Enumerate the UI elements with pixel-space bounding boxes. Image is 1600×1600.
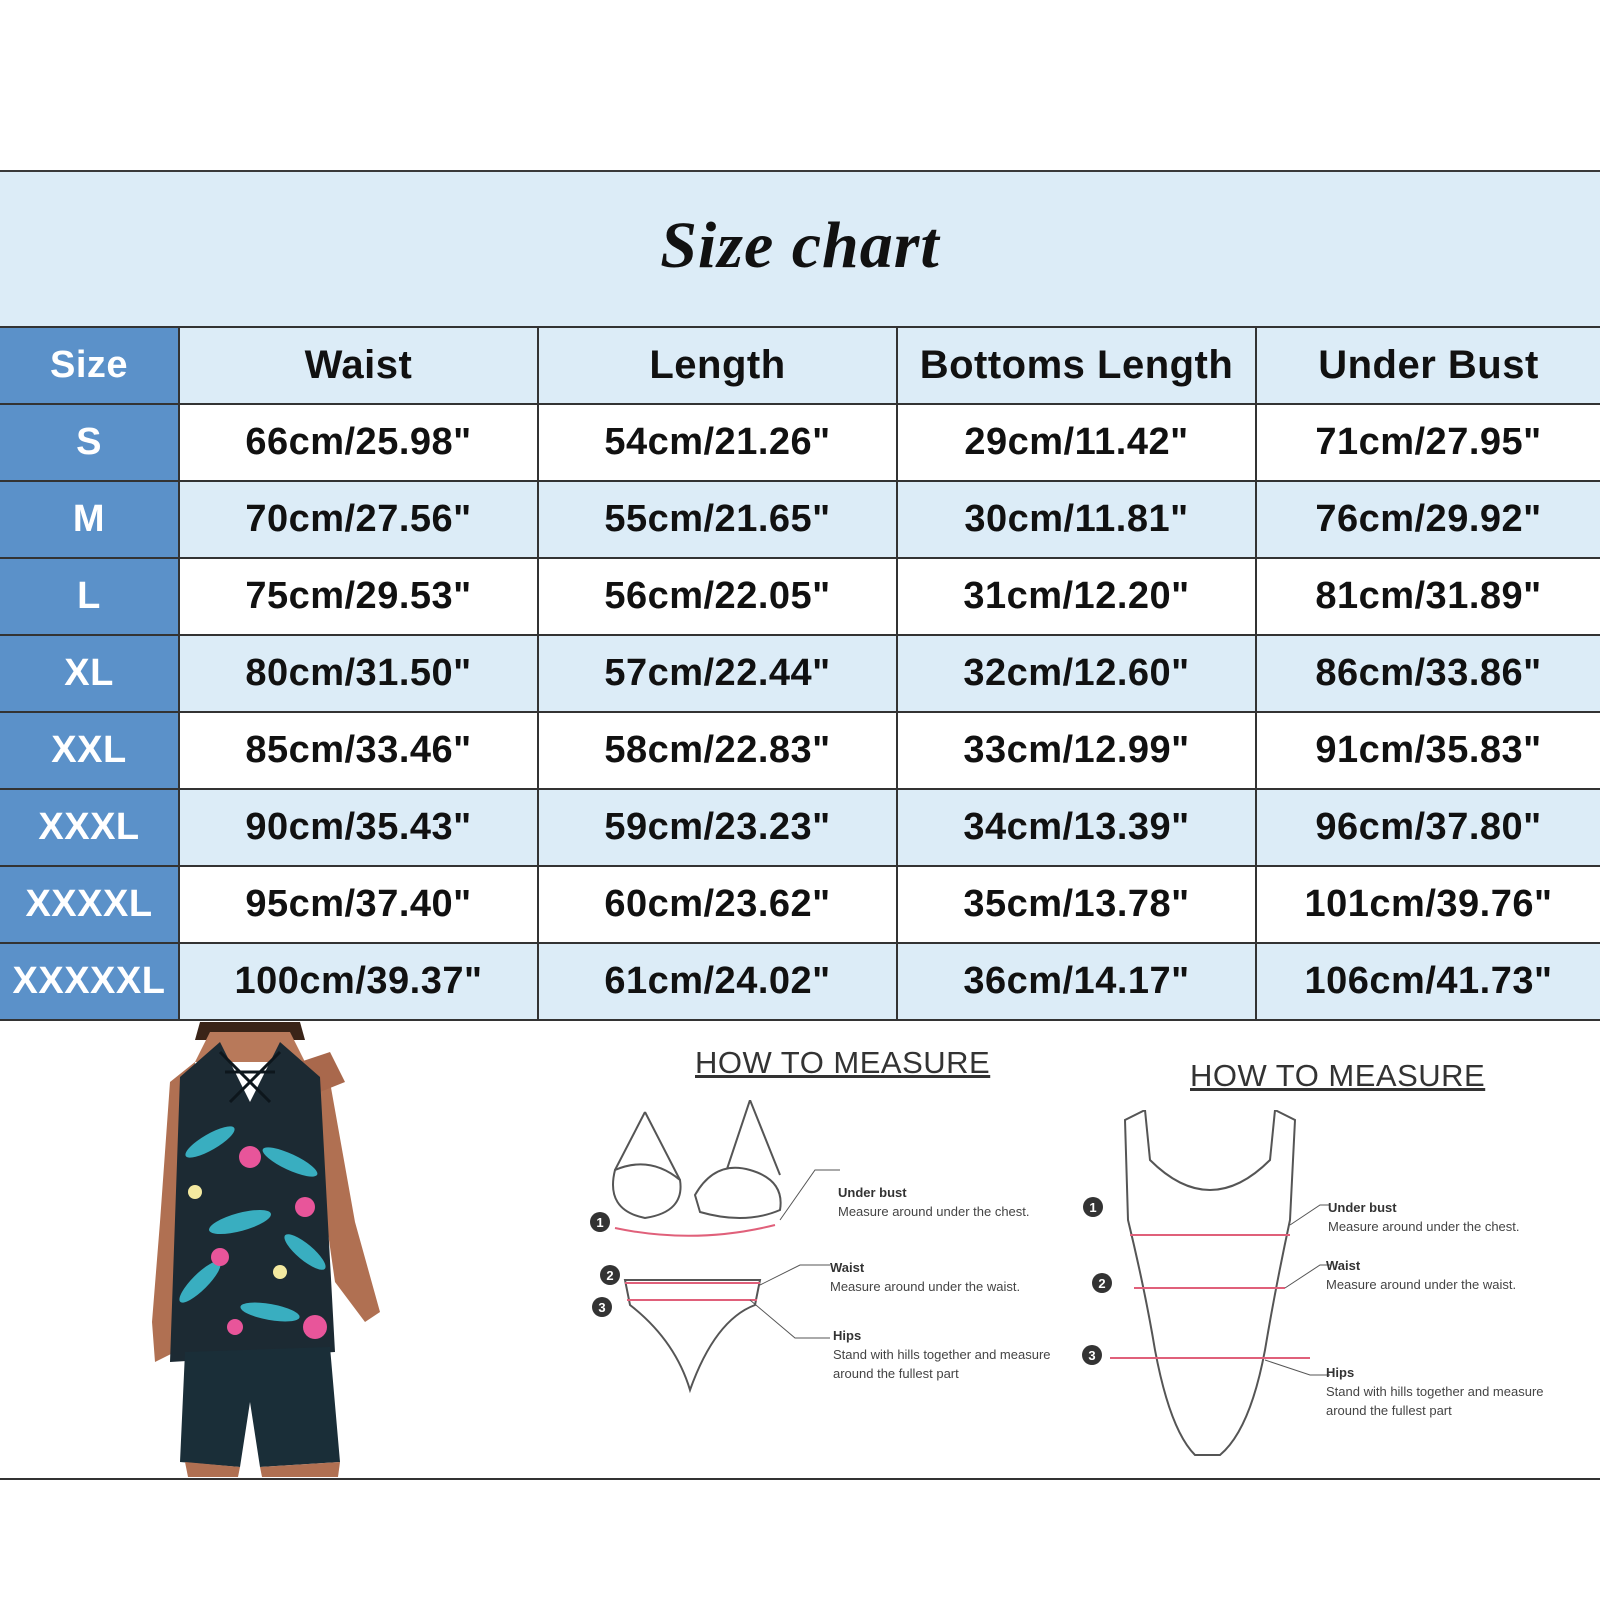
size-label: S	[0, 405, 180, 480]
length-value: 55cm/21.65"	[539, 482, 898, 557]
bottoms-length-value: 31cm/12.20"	[898, 559, 1257, 634]
marker-2: 2	[1092, 1273, 1112, 1293]
marker-1: 1	[590, 1212, 610, 1232]
under-bust-value: 76cm/29.92"	[1257, 482, 1600, 557]
under-bust-value: 86cm/33.86"	[1257, 636, 1600, 711]
bottom-divider	[0, 1478, 1600, 1480]
table-row: S 66cm/25.98" 54cm/21.26" 29cm/11.42" 71…	[0, 405, 1600, 482]
note-text-under-bust: Measure around under the chest.	[838, 1204, 1030, 1219]
waist-value: 66cm/25.98"	[180, 405, 539, 480]
bottoms-length-value: 34cm/13.39"	[898, 790, 1257, 865]
measure-heading-bikini: HOW TO MEASURE	[695, 1045, 991, 1080]
under-bust-value: 106cm/41.73"	[1257, 944, 1600, 1019]
length-value: 60cm/23.62"	[539, 867, 898, 942]
measure-heading-onepiece: HOW TO MEASURE	[1190, 1058, 1486, 1093]
size-label: XXXXL	[0, 867, 180, 942]
chart-title: Size chart	[660, 209, 940, 282]
note-text-waist: Measure around under the waist.	[830, 1279, 1021, 1294]
bottoms-length-value: 35cm/13.78"	[898, 867, 1257, 942]
note-text-under-bust: Measure around under the chest.	[1328, 1219, 1520, 1234]
waist-value: 70cm/27.56"	[180, 482, 539, 557]
bottoms-length-value: 33cm/12.99"	[898, 713, 1257, 788]
note-title-waist: Waist	[1326, 1258, 1361, 1273]
marker-2: 2	[600, 1265, 620, 1285]
table-row: XXXXL 95cm/37.40" 60cm/23.62" 35cm/13.78…	[0, 867, 1600, 944]
table-row: XXXL 90cm/35.43" 59cm/23.23" 34cm/13.39"…	[0, 790, 1600, 867]
length-value: 57cm/22.44"	[539, 636, 898, 711]
note-title-under-bust: Under bust	[838, 1185, 907, 1200]
note-text-hips: Stand with hills together and measure ar…	[833, 1347, 1051, 1381]
bikini-diagram	[612, 1100, 840, 1394]
size-label: XXL	[0, 713, 180, 788]
under-bust-value: 101cm/39.76"	[1257, 867, 1600, 942]
size-label: XL	[0, 636, 180, 711]
header-size: Size	[0, 328, 180, 403]
bottoms-length-value: 30cm/11.81"	[898, 482, 1257, 557]
waist-value: 80cm/31.50"	[180, 636, 539, 711]
marker-3: 3	[592, 1297, 612, 1317]
waist-value: 95cm/37.40"	[180, 867, 539, 942]
table-row: L 75cm/29.53" 56cm/22.05" 31cm/12.20" 81…	[0, 559, 1600, 636]
table-row: XL 80cm/31.50" 57cm/22.44" 32cm/12.60" 8…	[0, 636, 1600, 713]
note-title-under-bust: Under bust	[1328, 1200, 1397, 1215]
onepiece-diagram	[1110, 1110, 1330, 1456]
header-under-bust: Under Bust	[1257, 328, 1600, 403]
waist-value: 100cm/39.37"	[180, 944, 539, 1019]
table-row: XXXXXL 100cm/39.37" 61cm/24.02" 36cm/14.…	[0, 944, 1600, 1021]
under-bust-value: 91cm/35.83"	[1257, 713, 1600, 788]
table-row: M 70cm/27.56" 55cm/21.65" 30cm/11.81" 76…	[0, 482, 1600, 559]
note-text-hips: Stand with hills together and measure ar…	[1326, 1384, 1544, 1418]
waist-value: 75cm/29.53"	[180, 559, 539, 634]
length-value: 54cm/21.26"	[539, 405, 898, 480]
size-label: XXXXXL	[0, 944, 180, 1019]
header-waist: Waist	[180, 328, 539, 403]
waist-value: 85cm/33.46"	[180, 713, 539, 788]
table-row: XXL 85cm/33.46" 58cm/22.83" 33cm/12.99" …	[0, 713, 1600, 790]
size-chart: Size chart Size Waist Length Bottoms Len…	[0, 170, 1600, 1021]
size-table: Size Waist Length Bottoms Length Under B…	[0, 328, 1600, 1021]
size-label: M	[0, 482, 180, 557]
bottoms-length-value: 36cm/14.17"	[898, 944, 1257, 1019]
header-length: Length	[539, 328, 898, 403]
under-bust-value: 96cm/37.80"	[1257, 790, 1600, 865]
waist-value: 90cm/35.43"	[180, 790, 539, 865]
length-value: 59cm/23.23"	[539, 790, 898, 865]
model-photo	[152, 1022, 380, 1477]
length-value: 56cm/22.05"	[539, 559, 898, 634]
length-value: 58cm/22.83"	[539, 713, 898, 788]
bottoms-length-value: 32cm/12.60"	[898, 636, 1257, 711]
length-value: 61cm/24.02"	[539, 944, 898, 1019]
note-title-hips: Hips	[833, 1328, 862, 1343]
bottoms-length-value: 29cm/11.42"	[898, 405, 1257, 480]
header-bottoms-length: Bottoms Length	[898, 328, 1257, 403]
note-text-waist: Measure around under the waist.	[1326, 1277, 1517, 1292]
size-label: L	[0, 559, 180, 634]
under-bust-value: 81cm/31.89"	[1257, 559, 1600, 634]
note-title-waist: Waist	[830, 1260, 865, 1275]
under-bust-value: 71cm/27.95"	[1257, 405, 1600, 480]
size-label: XXXL	[0, 790, 180, 865]
table-header-row: Size Waist Length Bottoms Length Under B…	[0, 328, 1600, 405]
note-title-hips: Hips	[1326, 1365, 1355, 1380]
title-band: Size chart	[0, 172, 1600, 328]
marker-1: 1	[1083, 1197, 1103, 1217]
marker-3: 3	[1082, 1345, 1102, 1365]
